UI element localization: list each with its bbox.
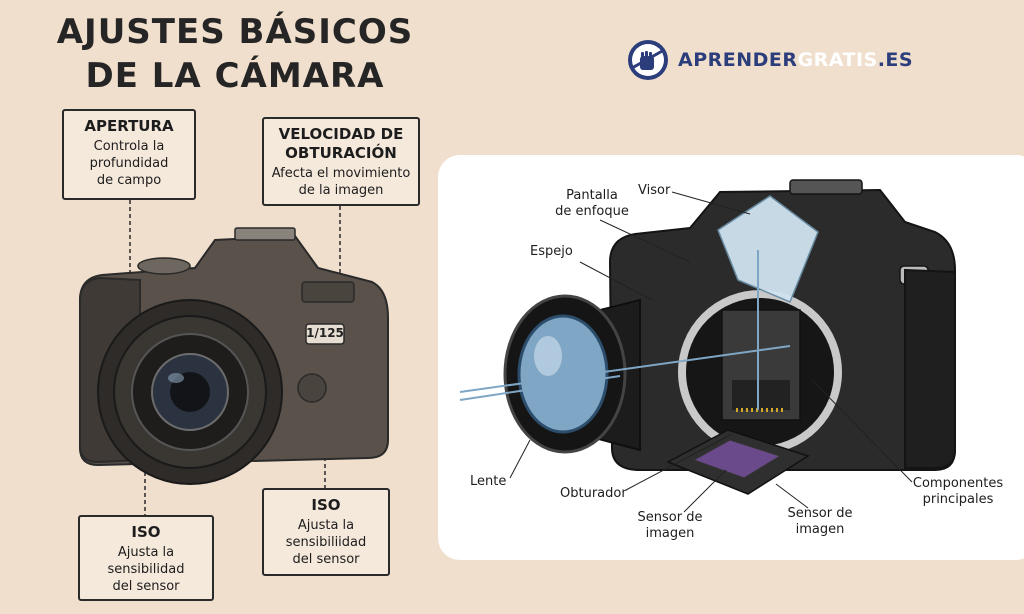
iso-right-line-1: Ajusta la <box>297 518 355 533</box>
label-sensor-imagen-b: Sensor de imagen <box>780 506 860 538</box>
iso-right-line-2: sensibiliidad <box>285 535 367 550</box>
brand-text-aprender: APRENDER <box>678 49 798 71</box>
apertura-heading: APERTURA <box>84 117 174 135</box>
label-pantalla-enfoque: Pantalla de enfoque <box>552 188 632 220</box>
label-espejo: Espejo <box>530 244 573 259</box>
top-lcd <box>301 281 355 303</box>
label-lente: Lente <box>470 474 507 489</box>
light-ray-2 <box>459 375 621 401</box>
label-sensor-b-line-2: imagen <box>795 522 845 537</box>
label-pantalla-line-1: Pantalla <box>566 188 618 203</box>
iso-right-heading: ISO <box>311 496 341 514</box>
label-obturador: Obturador <box>560 486 627 501</box>
iso-left-heading: ISO <box>131 523 161 541</box>
apertura-line-2: profundidad <box>89 156 169 171</box>
label-sensor-a-line-2: imagen <box>645 526 695 541</box>
shutter-display <box>305 323 345 345</box>
velocidad-line-2: de la imagen <box>298 183 384 198</box>
velocidad-callout: VELOCIDAD DE OBTURACIÓN Afecta el movimi… <box>262 117 420 206</box>
af-assist-light <box>297 373 327 403</box>
velocidad-heading-2: OBTURACIÓN <box>285 144 397 162</box>
iso-left-line-2: sensibilidad <box>107 562 185 577</box>
label-sensor-a-line-1: Sensor de <box>637 510 703 525</box>
mode-dial <box>137 257 191 275</box>
pentaprism <box>717 195 819 303</box>
title-line-2: DE LA CÁMARA <box>85 56 385 96</box>
velocidad-heading-1: VELOCIDAD DE <box>278 125 404 143</box>
brand-text-es: .ES <box>877 49 914 71</box>
page-title: AJUSTES BÁSICOS DE LA CÁMARA <box>40 10 430 98</box>
light-ray-1 <box>459 345 791 393</box>
label-componentes-line-1: Componentes <box>912 476 1004 491</box>
iso-left-callout: ISO Ajusta la sensibilidad del sensor <box>78 515 214 601</box>
title-line-1: AJUSTES BÁSICOS <box>56 12 414 52</box>
iso-left-line-1: Ajusta la <box>117 545 175 560</box>
apertura-line-1: Controla la <box>93 139 165 154</box>
raised-fist-pencil-icon <box>628 40 668 80</box>
shutter-speed-readout: 1/125 <box>306 326 344 340</box>
velocidad-line-1: Afecta el movimiento <box>271 166 411 181</box>
iso-right-line-3: del sensor <box>292 552 360 567</box>
apertura-callout: APERTURA Controla la profundidad de camp… <box>62 109 196 200</box>
cutaway-hotshoe <box>789 179 863 195</box>
brand-text-gratis: GRATIS <box>797 49 878 71</box>
label-sensor-imagen-a: Sensor de imagen <box>630 510 710 542</box>
label-visor: Visor <box>638 183 671 198</box>
apertura-line-3: de campo <box>96 173 162 188</box>
label-sensor-b-line-1: Sensor de <box>787 506 853 521</box>
iso-right-callout: ISO Ajusta la sensibiliidad del sensor <box>262 488 390 576</box>
cutaway-grip <box>904 268 956 469</box>
iso-left-line-3: del sensor <box>112 579 180 594</box>
label-componentes-line-2: principales <box>922 492 994 507</box>
label-componentes-principales: Componentes principales <box>910 476 1006 508</box>
hot-shoe <box>234 227 296 241</box>
label-pantalla-line-2: de enfoque <box>555 204 629 219</box>
